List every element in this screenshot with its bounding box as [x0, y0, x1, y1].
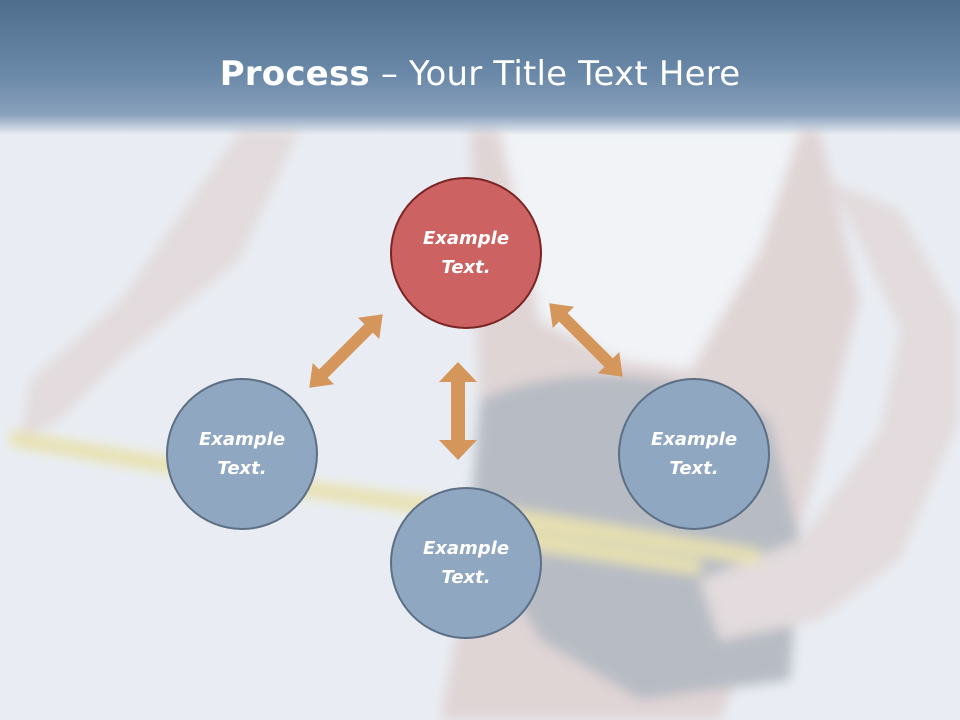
process-node-bottom: Example Text.: [390, 487, 542, 639]
node-top-label: Example Text.: [422, 228, 510, 278]
node-left-label: Example Text.: [198, 429, 286, 479]
node-bottom-label: Example Text.: [422, 538, 510, 588]
process-node-right: Example Text.: [618, 378, 770, 530]
process-node-left: Example Text.: [166, 378, 318, 530]
node-right-label: Example Text.: [650, 429, 738, 479]
double-arrow-upper-left: [309, 314, 383, 388]
double-arrow-vertical: [439, 362, 477, 460]
double-arrow-upper-right: [549, 303, 623, 377]
title-bold: Process: [219, 54, 370, 94]
process-node-top: Example Text.: [390, 177, 542, 329]
title-bar: [0, 0, 960, 135]
slide-title: Process – Your Title Text Here: [0, 52, 960, 96]
title-rest: – Your Title Text Here: [369, 54, 741, 94]
